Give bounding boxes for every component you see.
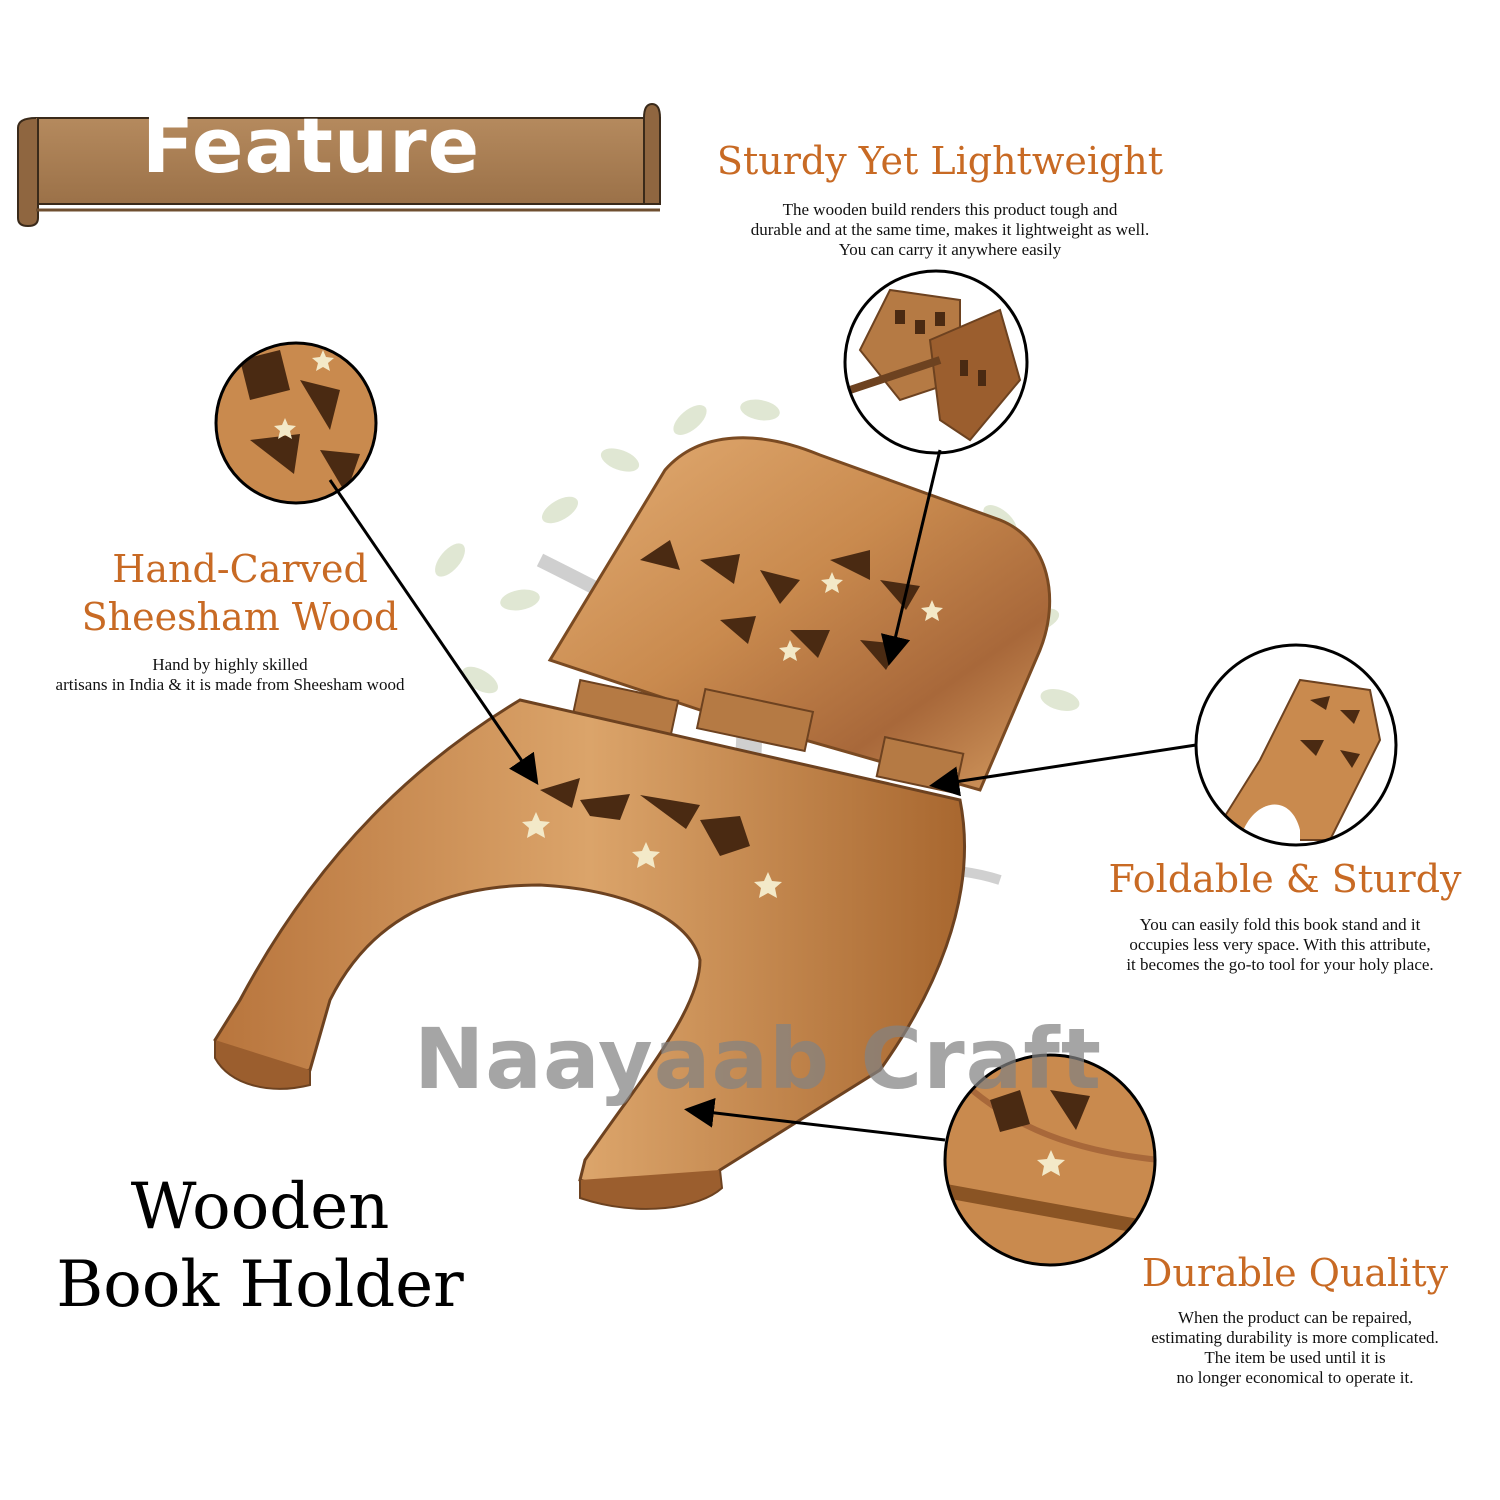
product-title: Wooden Book Holder bbox=[56, 1170, 464, 1323]
detail-circle-folded bbox=[1194, 643, 1398, 847]
feature-durable-text: When the product can be repaired, estima… bbox=[1151, 1308, 1439, 1388]
feature-durable-heading: Durable Quality bbox=[1141, 1251, 1449, 1295]
feature-banner-label: Feature bbox=[142, 101, 481, 190]
feature-foldable-text: You can easily fold this book stand and … bbox=[1126, 915, 1434, 975]
detail-circle-carving bbox=[214, 341, 378, 505]
detail-circle-stand bbox=[843, 269, 1029, 455]
feature-carved-text: Hand by highly skilled artisans in India… bbox=[55, 655, 405, 695]
feature-carved-heading: Hand-Carved Sheesham Wood bbox=[81, 547, 399, 639]
detail-circle-closeup bbox=[943, 1053, 1157, 1267]
star-inlay-icon bbox=[522, 572, 943, 898]
book-holder bbox=[213, 436, 1052, 1210]
feature-sturdy-text: The wooden build renders this product to… bbox=[750, 200, 1150, 260]
feature-banner bbox=[17, 102, 661, 228]
feature-sturdy-heading: Sturdy Yet Lightweight bbox=[716, 139, 1164, 183]
brand-watermark: Naayaab Craft bbox=[413, 1010, 1103, 1108]
callout-arrow-icon bbox=[328, 449, 1197, 1142]
feature-foldable-heading: Foldable & Sturdy bbox=[1108, 857, 1462, 901]
